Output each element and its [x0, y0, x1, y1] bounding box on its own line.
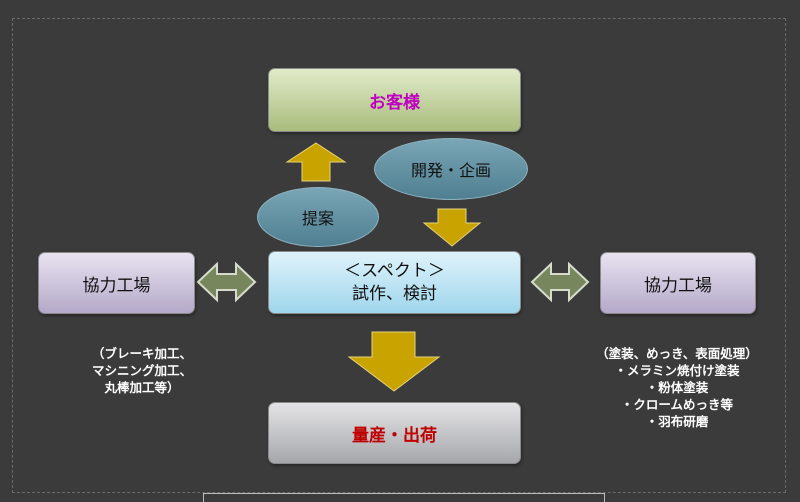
down-arrow	[422, 208, 482, 247]
partner-left-note: （ブレーキ加工、 マシニング加工、 丸棒加工等）	[91, 346, 192, 395]
center-title: ＜スペクト＞	[344, 260, 445, 281]
proposal-ellipse: 提案	[257, 187, 379, 247]
center-subtitle: 試作、検討	[352, 283, 437, 304]
proposal-label: 提案	[301, 209, 334, 228]
up-arrow	[285, 142, 347, 182]
partner-left-label: 協力工場	[82, 275, 151, 296]
big-down-arrow	[347, 331, 441, 392]
development-label: 開発・企画	[410, 161, 491, 180]
spect-center-box: ＜スペクト＞ 試作、検討	[268, 251, 521, 314]
customer-box: お客様	[268, 68, 521, 132]
partner-right-box: 協力工場	[600, 252, 756, 314]
partner-right-label: 協力工場	[644, 275, 712, 296]
bottom-caption-strip	[203, 493, 605, 502]
development-ellipse: 開発・企画	[374, 138, 528, 200]
customer-label: お客様	[369, 92, 420, 113]
partner-right-note: （塗装、めっき、表面処理） ・メラミン焼付け塗装 ・粉体塗装 ・クロームめっき等…	[596, 346, 758, 429]
slide-frame	[12, 18, 786, 493]
mass-production-label: 量産・出荷	[352, 425, 437, 446]
left-double-arrow	[196, 261, 257, 303]
partner-left-box: 協力工場	[38, 252, 195, 314]
mass-production-box: 量産・出荷	[268, 402, 521, 464]
right-double-arrow	[530, 261, 590, 303]
